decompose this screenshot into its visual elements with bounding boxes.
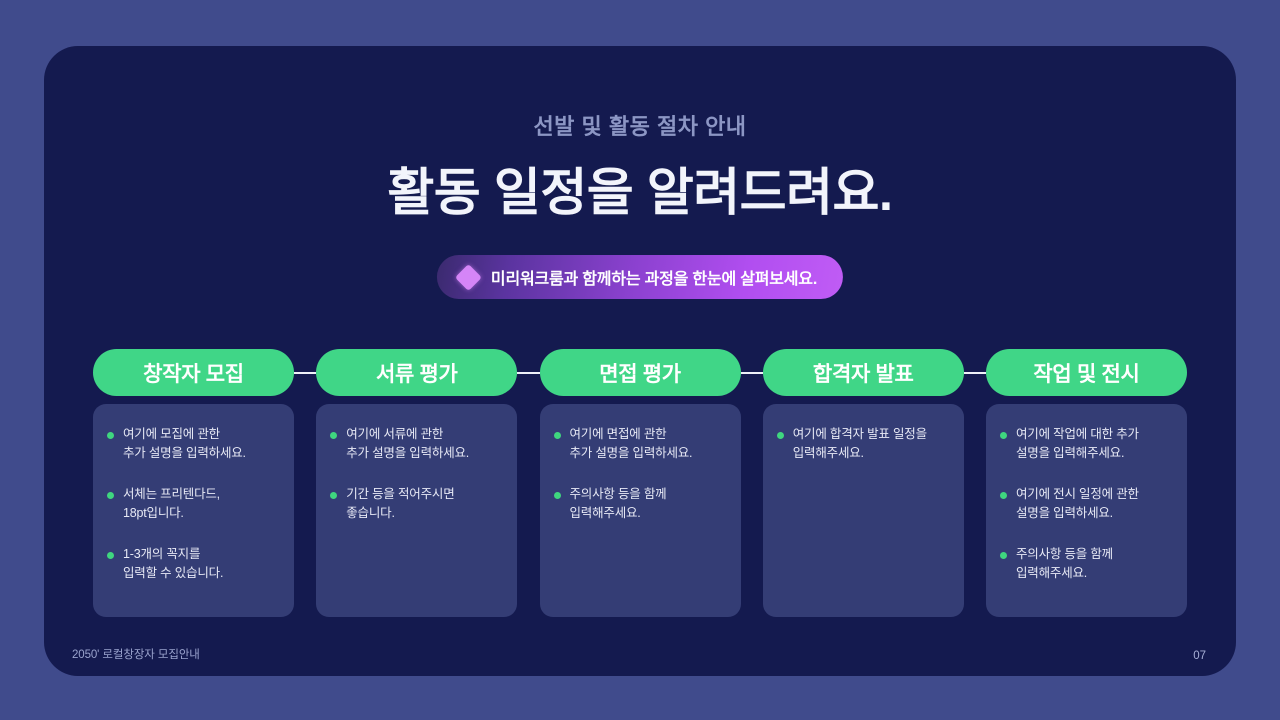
bullet-text: 기간 등을 적어주시면 좋습니다. — [346, 487, 455, 520]
list-item: 여기에 전시 일정에 관한 설명을 입력하세요. — [1000, 485, 1172, 523]
bullet-dot-icon — [107, 552, 114, 559]
bullet-dot-icon — [553, 432, 561, 439]
step-connector — [740, 349, 763, 396]
bullet-text: 여기에 면접에 관한 추가 설명을 입력하세요. — [569, 427, 693, 460]
step-detail-card: 여기에 면접에 관한 추가 설명을 입력하세요. 주의사항 등을 함께 입력해주세… — [539, 404, 741, 617]
list-item: 여기에 서류에 관한 추가 설명을 입력하세요. — [330, 425, 502, 463]
bullet-dot-icon — [330, 432, 338, 439]
bullet-text: 여기에 전시 일정에 관한 설명을 입력하세요. — [1016, 487, 1139, 520]
highlight-badge: 미리워크룸과 함께하는 과정을 한눈에 살펴보세요. — [436, 255, 844, 299]
bullet-dot-icon — [553, 492, 561, 499]
list-item: 서체는 프리텐다드, 18pt입니다. — [107, 485, 279, 523]
list-item: 기간 등을 적어주시면 좋습니다. — [330, 485, 502, 523]
bullet-dot-icon — [107, 432, 114, 439]
bullet-dot-icon — [1000, 552, 1007, 559]
highlight-badge-label: 미리워크룸과 함께하는 과정을 한눈에 살펴보세요. — [490, 271, 818, 288]
bullet-dot-icon — [1000, 432, 1007, 439]
bullet-text: 주의사항 등을 함께 입력해주세요. — [569, 487, 667, 520]
bullet-text: 여기에 서류에 관한 추가 설명을 입력하세요. — [346, 427, 470, 460]
bullet-text: 여기에 작업에 대한 추가 설명을 입력해주세요. — [1016, 427, 1139, 460]
footer-caption: 2050' 로컬창장자 모집안내 — [72, 649, 200, 661]
bullet-list: 여기에 서류에 관한 추가 설명을 입력하세요. 기간 등을 적어주시면 좋습니다… — [330, 425, 502, 523]
step-connector — [294, 349, 317, 396]
eyebrow-text: 선발 및 활동 절차 안내 — [533, 114, 747, 139]
list-item: 여기에 면접에 관한 추가 설명을 입력하세요. — [553, 425, 726, 463]
page-title: 활동 일정을 알려드려요. — [387, 164, 893, 221]
page-number: 07 — [1193, 650, 1206, 662]
step-connector — [963, 349, 986, 396]
bullet-text: 여기에 합격자 발표 일정을 입력해주세요. — [792, 427, 927, 460]
bullet-dot-icon — [330, 492, 338, 499]
step-detail-card: 여기에 작업에 대한 추가 설명을 입력해주세요. 여기에 전시 일정에 관한 설… — [986, 404, 1187, 617]
step-detail-card: 여기에 모집에 관한 추가 설명을 입력하세요. 서체는 프리텐다드, 18pt입… — [93, 404, 294, 617]
list-item: 여기에 모집에 관한 추가 설명을 입력하세요. — [107, 425, 279, 463]
step-pill-1[interactable]: 창작자 모집 — [93, 349, 294, 396]
bullet-text: 주의사항 등을 함께 입력해주세요. — [1016, 547, 1113, 580]
diamond-icon — [454, 263, 482, 291]
step-detail-card: 여기에 합격자 발표 일정을 입력해주세요. — [762, 404, 964, 617]
list-item: 여기에 합격자 발표 일정을 입력해주세요. — [776, 425, 949, 463]
step-pill-5[interactable]: 작업 및 전시 — [986, 349, 1187, 396]
bullet-text: 여기에 모집에 관한 추가 설명을 입력하세요. — [123, 427, 246, 460]
bullet-dot-icon — [107, 492, 114, 499]
list-item: 주의사항 등을 함께 입력해주세요. — [553, 485, 726, 523]
bullet-text: 서체는 프리텐다드, 18pt입니다. — [123, 487, 220, 520]
step-pill-4[interactable]: 합격자 발표 — [762, 349, 964, 396]
bullet-list: 여기에 모집에 관한 추가 설명을 입력하세요. 서체는 프리텐다드, 18pt입… — [107, 425, 279, 583]
step-detail-card: 여기에 서류에 관한 추가 설명을 입력하세요. 기간 등을 적어주시면 좋습니다… — [316, 404, 518, 617]
bullet-text: 1-3개의 꼭지를 입력할 수 있습니다. — [123, 547, 224, 580]
step-connector — [517, 349, 540, 396]
bullet-list: 여기에 작업에 대한 추가 설명을 입력해주세요. 여기에 전시 일정에 관한 설… — [1000, 425, 1172, 583]
step-pill-3[interactable]: 면접 평가 — [539, 349, 741, 396]
bullet-dot-icon — [776, 432, 784, 439]
slide-panel: 선발 및 활동 절차 안내 활동 일정을 알려드려요. 미리워크룸과 함께하는 … — [44, 46, 1236, 676]
bullet-dot-icon — [1000, 492, 1007, 499]
step-pill-2[interactable]: 서류 평가 — [316, 349, 518, 396]
list-item: 여기에 작업에 대한 추가 설명을 입력해주세요. — [1000, 425, 1172, 463]
bullet-list: 여기에 면접에 관한 추가 설명을 입력하세요. 주의사항 등을 함께 입력해주세… — [553, 425, 726, 523]
list-item: 주의사항 등을 함께 입력해주세요. — [1000, 545, 1172, 583]
list-item: 1-3개의 꼭지를 입력할 수 있습니다. — [107, 545, 279, 583]
bullet-list: 여기에 합격자 발표 일정을 입력해주세요. — [776, 425, 949, 463]
